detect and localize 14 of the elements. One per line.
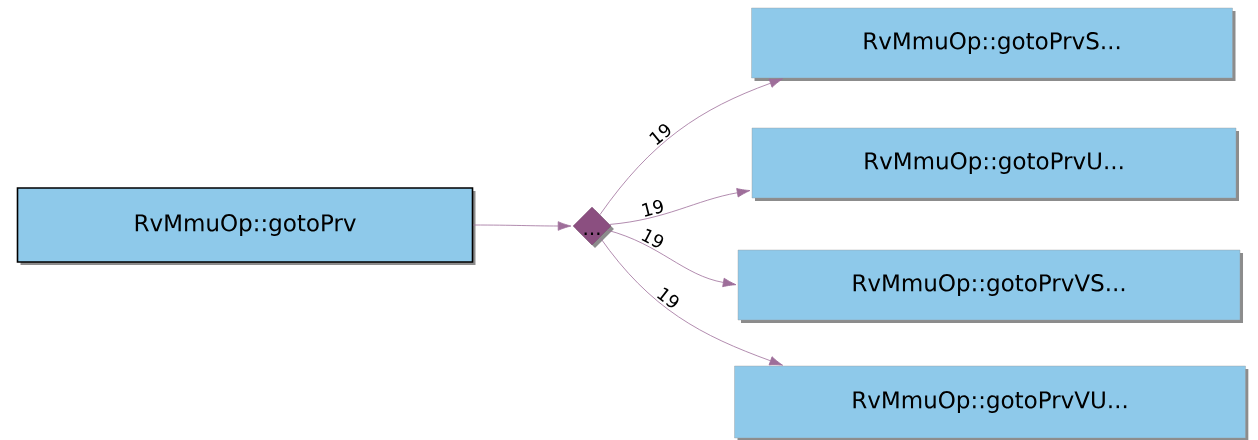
edge-label: 19 (657, 287, 679, 308)
edge-label: 19 (641, 228, 664, 248)
arrow (606, 229, 737, 288)
arrow (609, 188, 751, 225)
process-box: RvMmuOp::gotoPrvS... (751, 7, 1236, 81)
edge-label: 19 (649, 124, 671, 145)
arrow (599, 78, 783, 216)
arrow (599, 236, 783, 366)
process-box: RvMmuOp::gotoPrvVS... (737, 249, 1243, 323)
arrow (472, 221, 572, 231)
process-box: RvMmuOp::gotoPrv (16, 187, 476, 265)
process-box: RvMmuOp::gotoPrvU... (751, 127, 1239, 201)
process-box: RvMmuOp::gotoPrvVU... (734, 365, 1249, 440)
edge-label: 19 (642, 199, 663, 217)
